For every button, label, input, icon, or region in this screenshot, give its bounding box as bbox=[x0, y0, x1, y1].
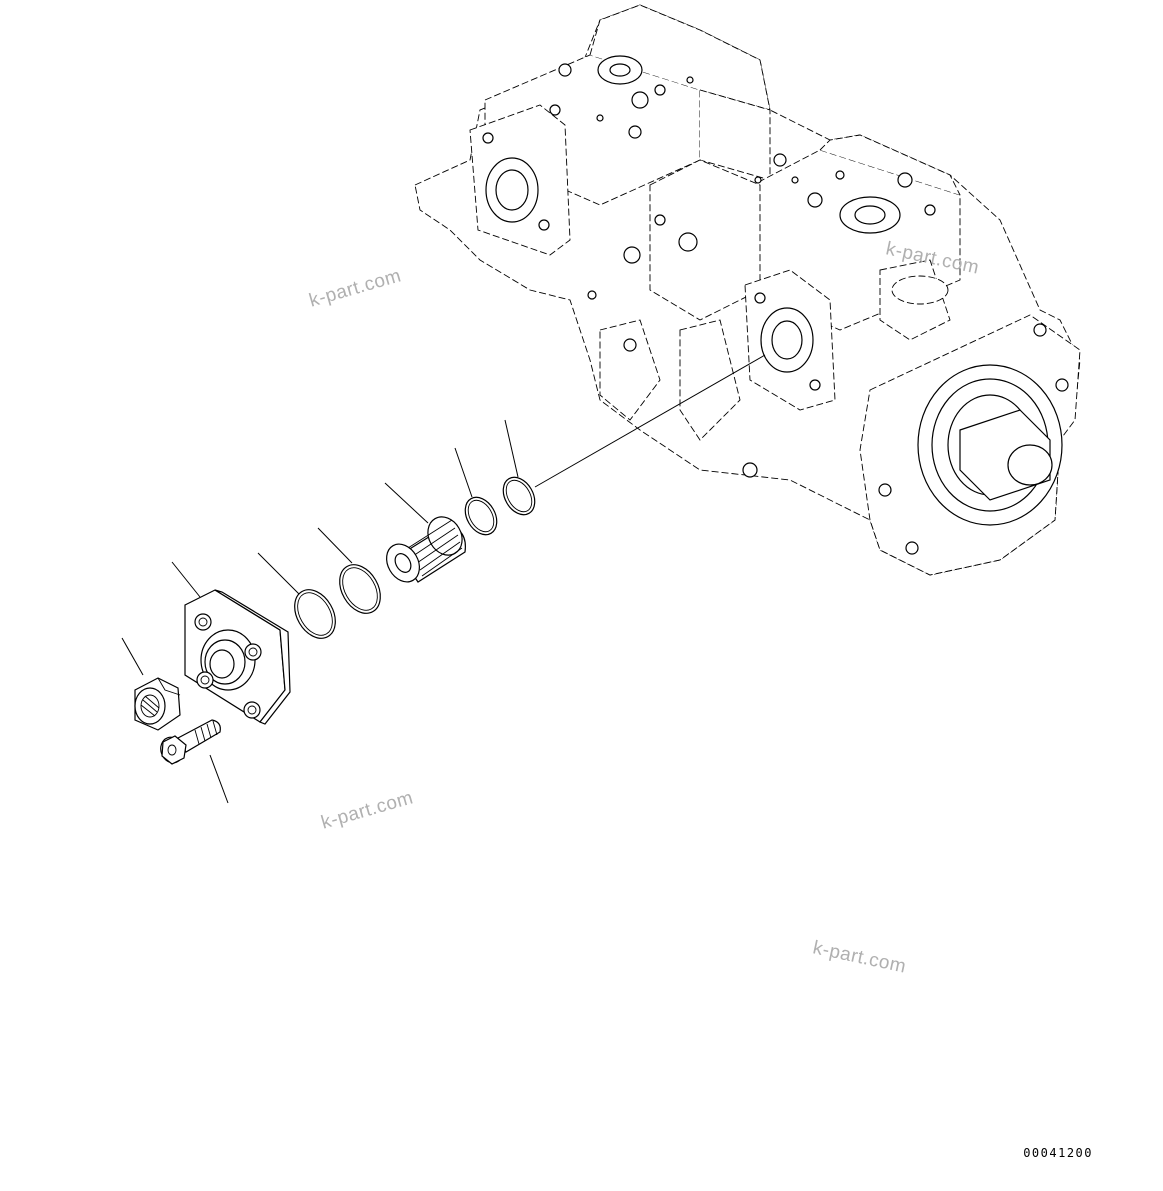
valve-spool-icon bbox=[386, 516, 466, 583]
socket-bolt-icon bbox=[160, 719, 221, 765]
leader-lines bbox=[121, 354, 766, 804]
hydraulic-pump-assembly-icon bbox=[414, 4, 1081, 576]
o-ring-icon bbox=[294, 476, 536, 639]
flange-icon bbox=[184, 589, 291, 725]
drawing-code: 00041200 bbox=[1023, 1146, 1093, 1160]
hex-nut-icon bbox=[134, 677, 181, 731]
